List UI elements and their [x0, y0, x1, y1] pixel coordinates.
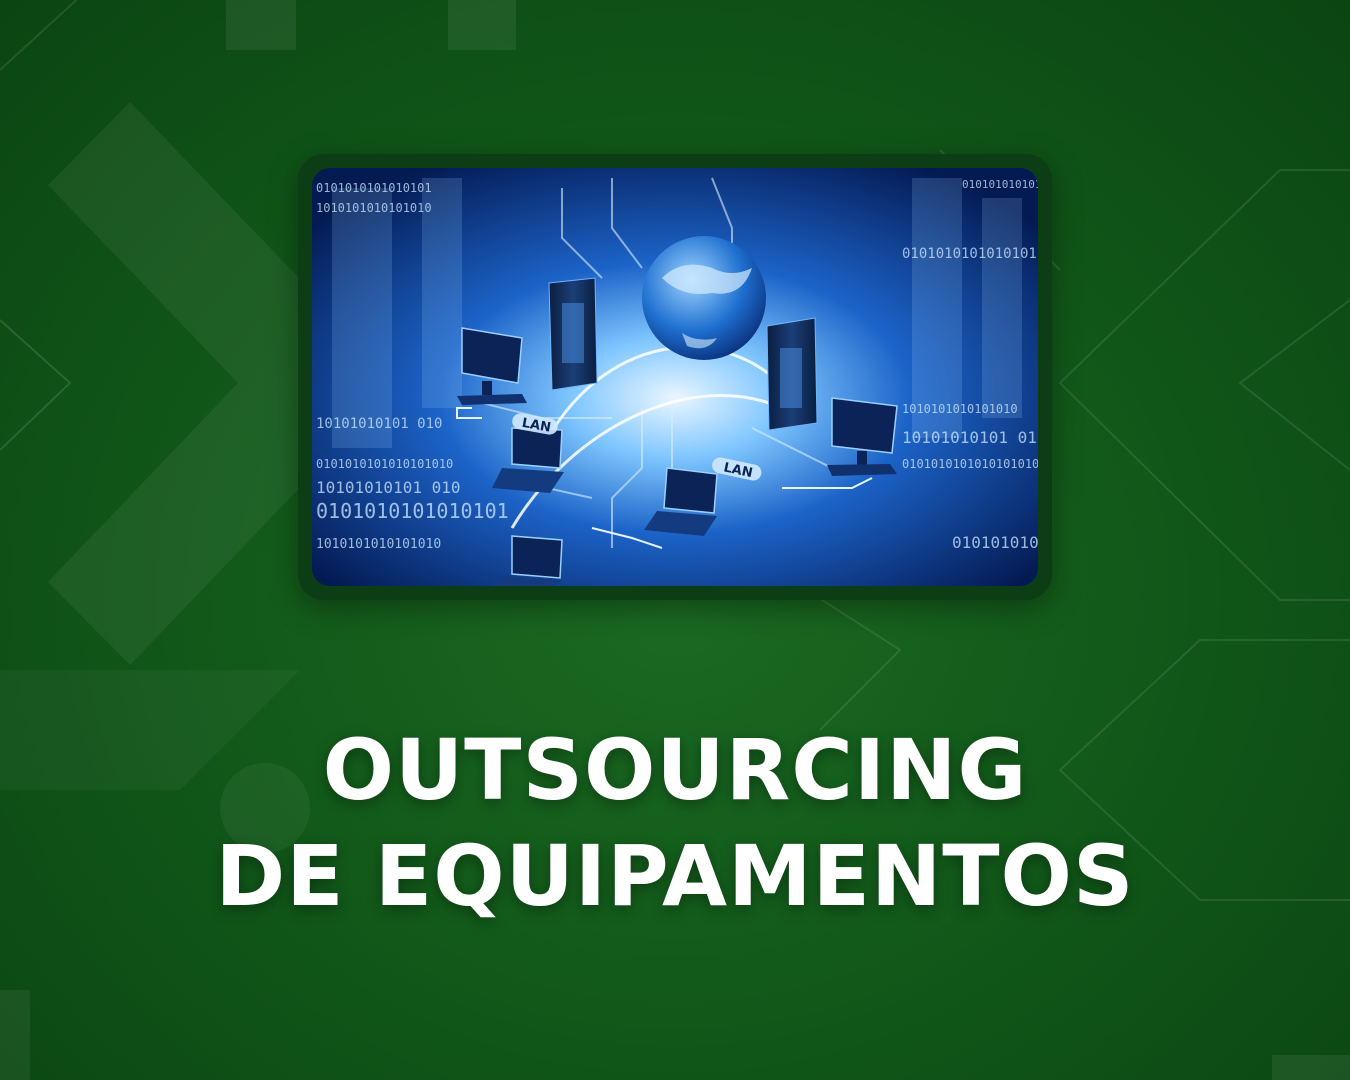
svg-text:0101010101010101010: 0101010101010101010 [902, 457, 1038, 471]
network-illustration-svg: 0101010101010101 1010101010101010 101010… [312, 168, 1038, 586]
server-icon [548, 277, 598, 391]
svg-text:0101010101010101: 0101010101010101 [952, 533, 1038, 552]
headline-line-1: OUTSOURCING [322, 721, 1028, 819]
bg-square-top-mid [448, 0, 516, 50]
lan-label: LAN [722, 460, 754, 481]
svg-text:0101010101010101: 0101010101010101 [902, 246, 1037, 262]
lan-label: LAN [521, 416, 552, 436]
bg-chevron-outline-left [0, 319, 72, 451]
laptop-icon [644, 467, 718, 536]
bg-chevron-outline-right [1058, 169, 1350, 601]
globe-icon [642, 236, 766, 360]
svg-text:0101010101010101010: 0101010101010101010 [316, 457, 453, 471]
bg-circle [220, 763, 310, 853]
illustration-card: 0101010101010101 1010101010101010 101010… [298, 154, 1052, 600]
svg-text:10101010101 010: 10101010101 010 [316, 478, 461, 497]
bg-chevron-large [48, 102, 400, 665]
svg-text:1010101010101010: 1010101010101010 [316, 201, 432, 215]
svg-text:10101010101 010: 10101010101 010 [316, 416, 442, 432]
svg-text:0101010101010101: 0101010101010101 [316, 499, 509, 523]
monitor-icon [827, 397, 898, 476]
binary-text-decoration: 0101010101010101 1010101010101010 101010… [316, 178, 1038, 552]
svg-text:10101010101 010: 10101010101 010 [902, 428, 1038, 447]
server-icon [766, 317, 818, 431]
svg-text:0101010101010101010: 0101010101010101010 [962, 178, 1038, 191]
laptop-icon [492, 535, 564, 586]
svg-text:1010101010101010: 1010101010101010 [316, 537, 441, 552]
headline-line-2: DE EQUIPAMENTOS [215, 827, 1135, 925]
laptop-icon [492, 427, 564, 493]
svg-text:1010101010101010: 1010101010101010 [902, 402, 1018, 416]
svg-text:0101010101010101: 0101010101010101 [316, 181, 432, 195]
network-illustration: 0101010101010101 1010101010101010 101010… [312, 168, 1038, 586]
bg-square-top-left [226, 0, 296, 50]
monitor-icon [457, 327, 527, 405]
